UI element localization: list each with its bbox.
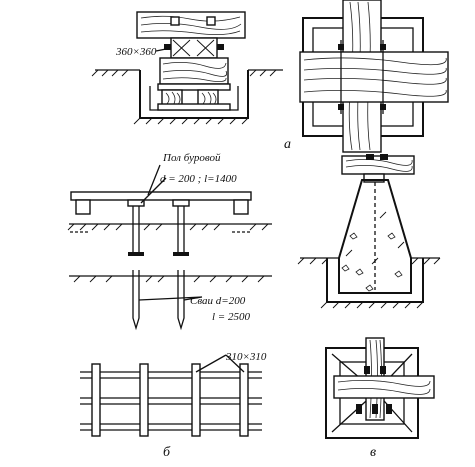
floor-caption: Пол буровой bbox=[162, 152, 221, 164]
panel-v-plan bbox=[325, 337, 435, 439]
floor-dimensions: d = 200 ; l=1400 bbox=[160, 173, 237, 185]
panel-v-elevation bbox=[297, 154, 441, 309]
piles-caption: Сваи d=200 bbox=[190, 295, 246, 307]
figure-label-v: в bbox=[370, 445, 376, 460]
figure-label-a: а bbox=[284, 137, 291, 152]
piles-length: l = 2500 bbox=[212, 311, 250, 323]
dim-label-360: 360×360 bbox=[115, 46, 157, 58]
panel-b-elevation bbox=[67, 164, 272, 331]
dim-label-310: 310×310 bbox=[225, 351, 267, 363]
panel-a-plan bbox=[299, 0, 449, 153]
panel-b-plan bbox=[80, 354, 262, 437]
panel-a-elevation bbox=[91, 11, 283, 125]
figure-label-b: б bbox=[163, 445, 171, 460]
